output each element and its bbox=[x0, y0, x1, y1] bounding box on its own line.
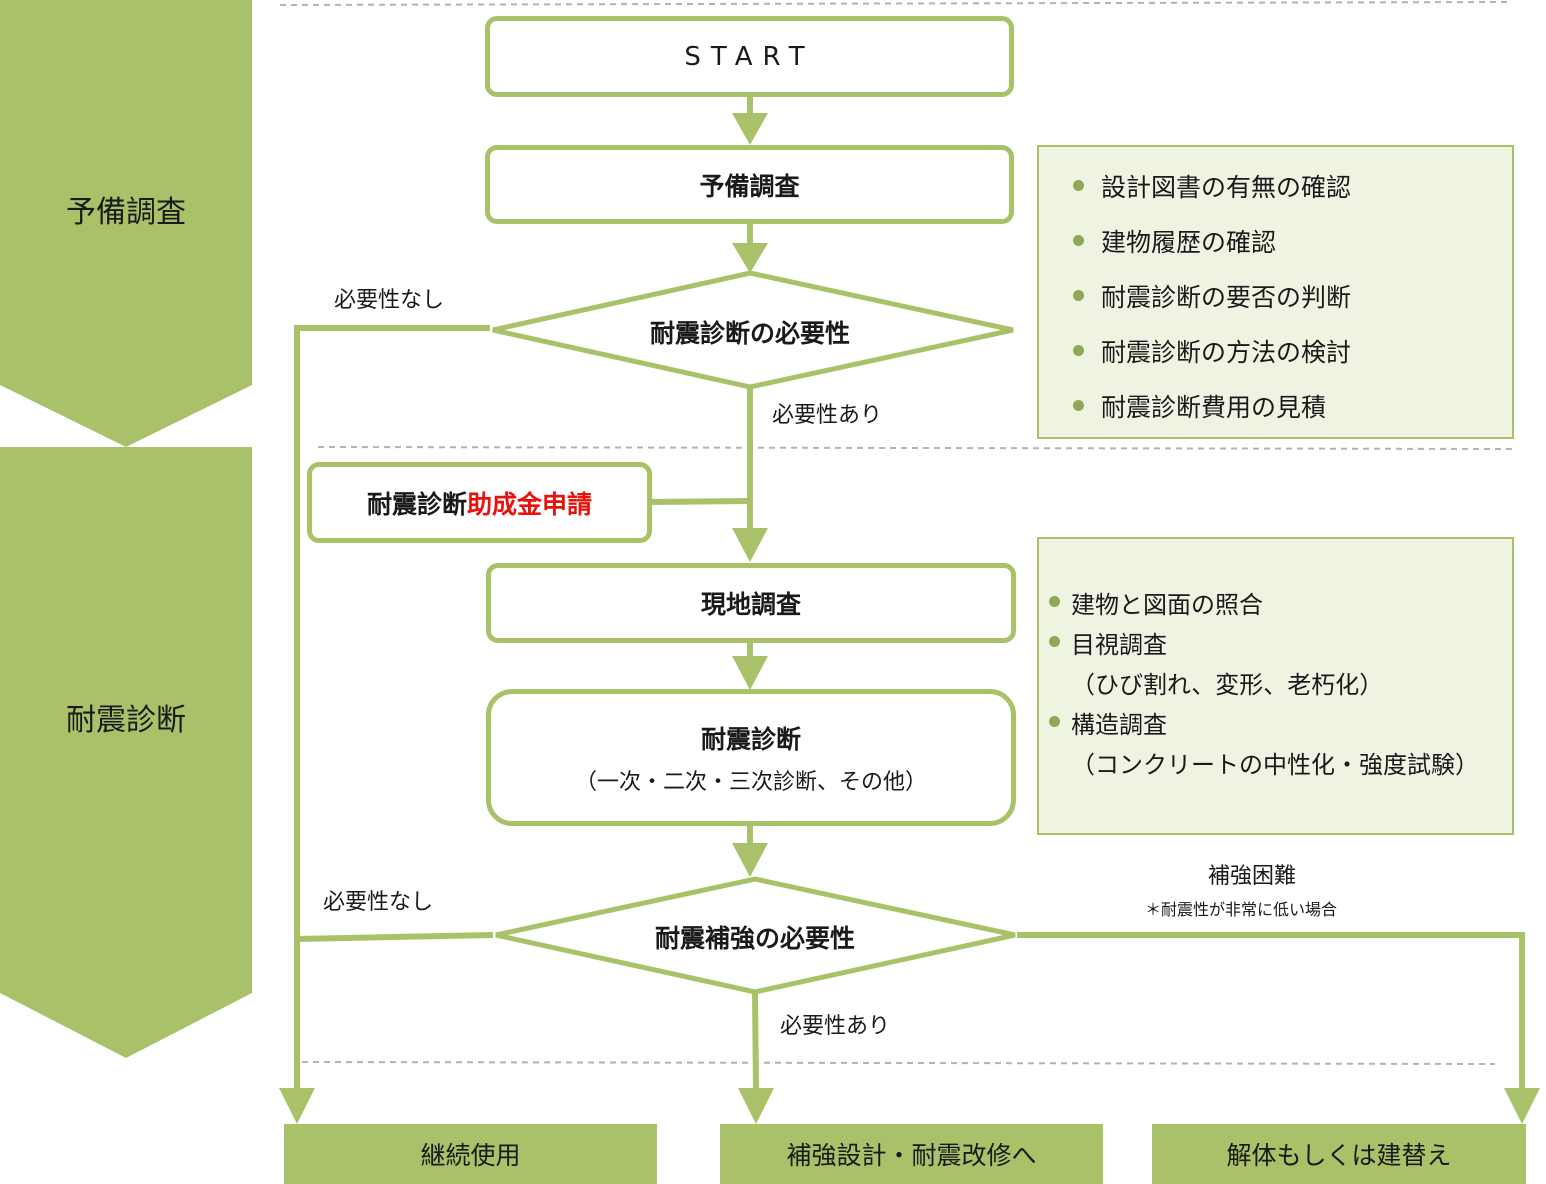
outcome-reinforcement: 補強設計・耐震改修へ bbox=[720, 1124, 1103, 1184]
subsidy-highlight-label: 助成金申請 bbox=[467, 489, 593, 519]
edge-not-needed-1 bbox=[294, 325, 490, 1090]
note-item: （コンクリートの中性化・強度試験） bbox=[1071, 745, 1512, 785]
decision-reinforce-label: 耐震補強の必要性 bbox=[654, 924, 856, 953]
phase-label-diagnosis: 耐震診断 bbox=[66, 703, 186, 738]
edge-note-difficult: ＊耐震性が非常に低い場合 bbox=[1145, 900, 1338, 919]
bullet-icon bbox=[1073, 235, 1084, 246]
bullet-icon bbox=[1073, 400, 1084, 411]
outcome-rebuild: 解体もしくは建替え bbox=[1152, 1124, 1526, 1184]
divider-bottom bbox=[301, 1061, 1496, 1065]
decision-diagnosis-label: 耐震診断の必要性 bbox=[649, 319, 851, 348]
phase-band-diagnosis bbox=[0, 447, 252, 1058]
bullet-icon bbox=[1049, 636, 1060, 647]
edge-label-not-needed-1: 必要性なし bbox=[334, 288, 445, 313]
bullet-icon bbox=[1073, 180, 1084, 191]
decision-reinforce-shape bbox=[495, 876, 1016, 995]
note-text: 設計図書の有無の確認 bbox=[1101, 173, 1352, 202]
phase-label-preliminary: 予備調査 bbox=[66, 195, 186, 230]
arrow-head-start bbox=[732, 113, 768, 145]
note-item: 耐震診断費用の見積 bbox=[1073, 388, 1512, 443]
field-survey-node: 現地調査 bbox=[486, 563, 1016, 643]
note-text: 耐震診断費用の見積 bbox=[1101, 393, 1327, 422]
outcome-continue-use: 継続使用 bbox=[284, 1124, 657, 1184]
edge-label-needed-1: 必要性あり bbox=[772, 403, 883, 428]
bullet-icon bbox=[1049, 716, 1060, 727]
preliminary-notes-box: 設計図書の有無の確認 建物履歴の確認 耐震診断の要否の判断 耐震診断の方法の検討… bbox=[1037, 145, 1514, 439]
field-notes-box: 建物と図面の照合 目視調査 （ひび割れ、変形、老朽化） 構造調査 （コンクリート… bbox=[1037, 537, 1514, 835]
note-text: 建物と図面の照合 bbox=[1071, 591, 1263, 619]
edge-needed-2 bbox=[752, 992, 759, 1091]
start-node: START bbox=[485, 16, 1014, 97]
edge-subsidy-connector bbox=[649, 498, 751, 505]
bullet-icon bbox=[1049, 596, 1060, 607]
note-text: 目視調査 bbox=[1071, 631, 1167, 659]
note-text: 構造調査 bbox=[1071, 711, 1167, 739]
bullet-icon bbox=[1073, 345, 1084, 356]
edge-difficult bbox=[1017, 932, 1525, 1090]
note-text: 耐震診断の方法の検討 bbox=[1101, 338, 1352, 367]
note-item: 耐震診断の要否の判断 bbox=[1073, 278, 1512, 333]
arrow-head-preliminary bbox=[732, 243, 768, 273]
note-item: 設計図書の有無の確認 bbox=[1073, 168, 1512, 223]
field-notes-list: 建物と図面の照合 目視調査 （ひび割れ、変形、老朽化） 構造調査 （コンクリート… bbox=[1039, 539, 1512, 785]
divider-top bbox=[279, 1, 1511, 6]
seismic-diagnosis-title: 耐震診断 bbox=[700, 724, 801, 754]
arrow-head-decision2 bbox=[732, 843, 768, 877]
arrow-head-diagnosis bbox=[732, 656, 768, 690]
arrow-head-reinforce bbox=[738, 1088, 774, 1124]
seismic-diagnosis-node: 耐震診断 （一次・二次・三次診断、その他） bbox=[486, 689, 1016, 826]
preliminary-survey-label: 予備調査 bbox=[699, 171, 800, 201]
field-survey-label: 現地調査 bbox=[700, 590, 801, 619]
edge-label-difficult: 補強困難 bbox=[1208, 864, 1297, 889]
subsidy-node: 耐震診断助成金申請 bbox=[307, 462, 652, 543]
bullet-icon bbox=[1073, 290, 1084, 301]
arrow-head-continue bbox=[279, 1088, 315, 1124]
note-text: 耐震診断の要否の判断 bbox=[1101, 283, 1352, 312]
note-item: （ひび割れ、変形、老朽化） bbox=[1071, 665, 1512, 705]
edge-label-not-needed-2: 必要性なし bbox=[323, 890, 434, 915]
decision-diagnosis-shape bbox=[492, 270, 1014, 390]
note-text: （ひび割れ、変形、老朽化） bbox=[1071, 671, 1384, 699]
note-item: 建物履歴の確認 bbox=[1073, 223, 1512, 278]
arrow-head-rebuild bbox=[1504, 1088, 1540, 1124]
note-item: 目視調査 bbox=[1049, 625, 1512, 665]
divider-middle bbox=[317, 446, 1513, 450]
subsidy-label: 耐震診断 bbox=[366, 489, 467, 519]
preliminary-notes-list: 設計図書の有無の確認 建物履歴の確認 耐震診断の要否の判断 耐震診断の方法の検討… bbox=[1039, 147, 1512, 443]
note-item: 構造調査 bbox=[1049, 705, 1512, 745]
arrow-head-field bbox=[732, 528, 768, 562]
note-item: 建物と図面の照合 bbox=[1049, 585, 1512, 625]
seismic-diagnosis-subtitle: （一次・二次・三次診断、その他） bbox=[574, 769, 927, 795]
edge-label-needed-2: 必要性あり bbox=[780, 1014, 891, 1039]
note-text: （コンクリートの中性化・強度試験） bbox=[1071, 751, 1479, 779]
start-label: START bbox=[684, 41, 815, 72]
note-text: 建物履歴の確認 bbox=[1101, 228, 1277, 257]
preliminary-survey-node: 予備調査 bbox=[485, 145, 1014, 224]
note-item: 耐震診断の方法の検討 bbox=[1073, 333, 1512, 388]
edge-not-needed-2 bbox=[296, 932, 494, 942]
phase-band-preliminary bbox=[0, 0, 252, 447]
